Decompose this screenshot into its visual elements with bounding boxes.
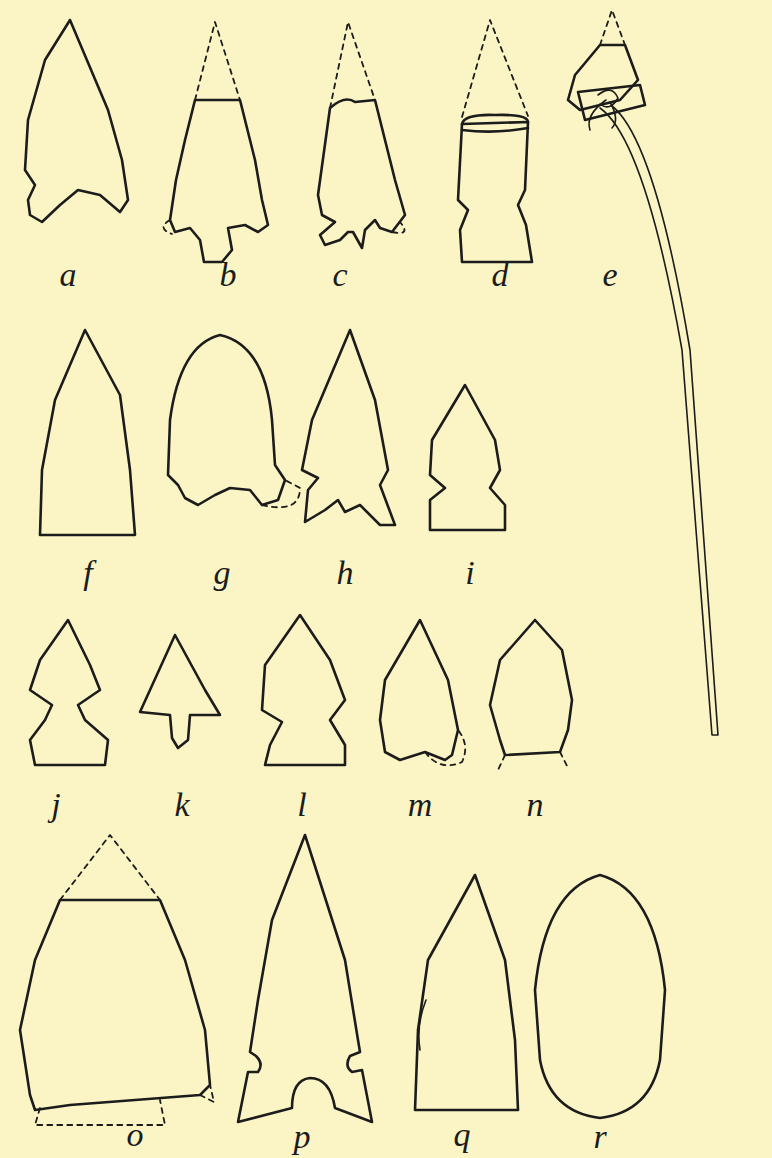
figure-letter: f <box>83 556 92 590</box>
figure-letter: k <box>174 788 189 822</box>
missing-part <box>498 752 568 770</box>
broken-top <box>462 115 528 132</box>
figure-letter: c <box>332 258 347 292</box>
arrowhead-outline <box>380 620 458 760</box>
figure-letter: m <box>408 788 433 822</box>
missing-part <box>163 22 240 234</box>
missing-part <box>600 10 625 45</box>
figure-letter: o <box>127 1118 144 1152</box>
arrowhead-outline <box>238 835 372 1122</box>
figure-letter: b <box>220 258 237 292</box>
arrowhead-outline <box>318 100 405 248</box>
arrowhead-outline <box>30 620 108 765</box>
figure-letter: d <box>492 258 509 292</box>
missing-part <box>330 22 405 233</box>
figure-letter: a <box>60 258 77 292</box>
figure-letter: p <box>294 1120 311 1154</box>
arrowhead-outline <box>170 100 268 262</box>
figure-letter: n <box>527 788 544 822</box>
arrowhead-outline <box>430 385 505 530</box>
missing-part <box>262 480 300 507</box>
figure-letter: j <box>51 788 60 822</box>
arrowhead-outline <box>168 335 285 505</box>
figure-letter: e <box>602 258 617 292</box>
arrowhead-outline <box>40 330 135 535</box>
figure-letter: g <box>214 556 231 590</box>
figure-letter: i <box>465 556 474 590</box>
arrowhead-outline <box>25 20 128 222</box>
arrowhead-outline <box>568 45 638 110</box>
arrowhead-outline <box>490 620 572 755</box>
arrowhead-outline <box>302 330 395 525</box>
arrowhead-outline <box>535 875 665 1118</box>
arrowhead-outline <box>20 900 210 1110</box>
figure-letter: l <box>297 788 306 822</box>
string <box>600 106 718 735</box>
arrowhead-outline <box>458 122 532 262</box>
cortex-mark <box>419 1000 426 1050</box>
arrowhead-outline <box>262 615 345 765</box>
missing-part <box>462 20 528 117</box>
figure-letter: q <box>454 1118 471 1152</box>
figure-letter: r <box>593 1120 606 1154</box>
missing-part <box>425 730 465 765</box>
missing-part <box>35 835 214 1125</box>
arrowhead-outline <box>140 635 220 748</box>
figure-letter: h <box>337 556 354 590</box>
arrowhead-outline <box>415 875 518 1110</box>
